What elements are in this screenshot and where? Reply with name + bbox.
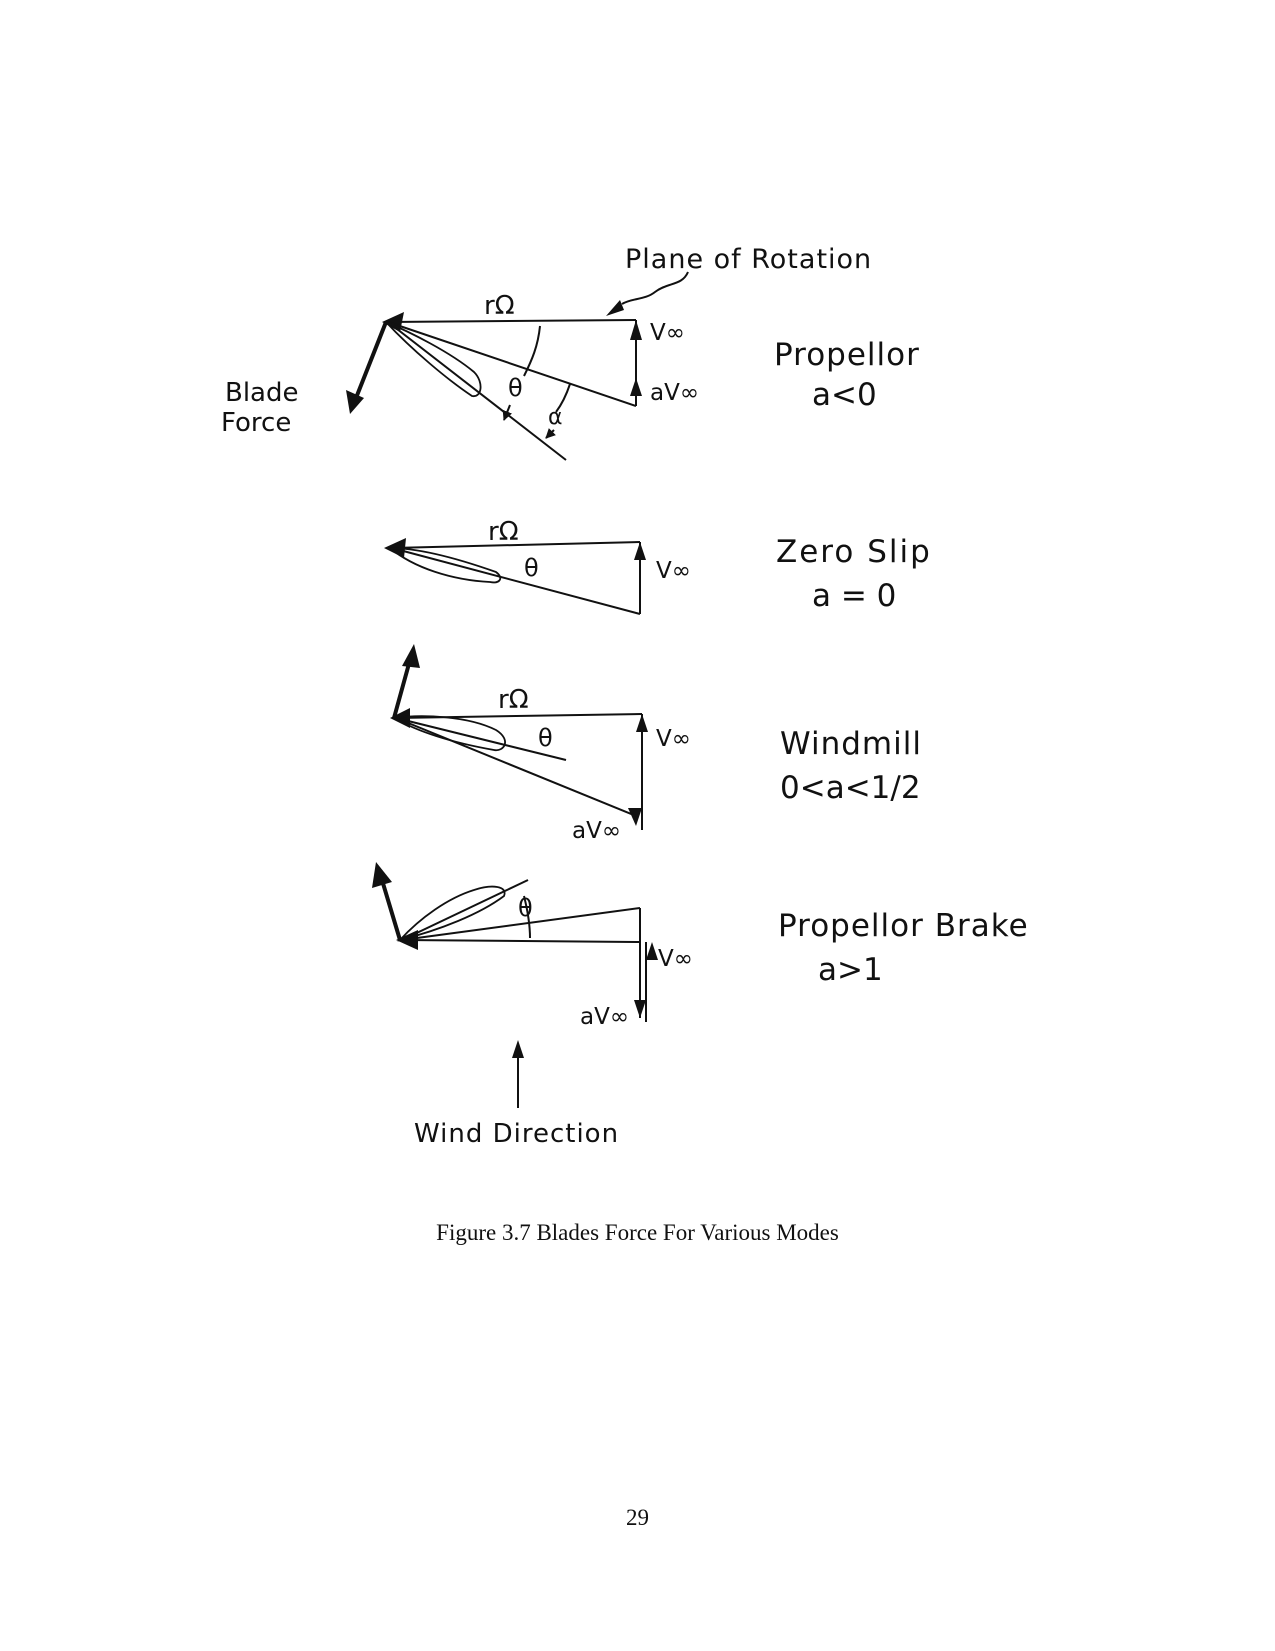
r-omega-label-3: rΩ	[498, 685, 529, 715]
chord-line-1	[387, 321, 567, 461]
alpha-label-1: α	[548, 405, 563, 430]
propellor-diagram: rΩ V∞ θ aV∞ α Blade Force	[221, 291, 699, 461]
mode-condition-zero-slip: a = 0	[812, 578, 896, 614]
relative-wind-vector-2	[391, 547, 641, 615]
relative-wind-vector-1	[387, 321, 637, 407]
chord-line-3	[395, 717, 567, 761]
theta-pointer-1	[502, 404, 512, 421]
blade-force-arrowhead-4	[372, 862, 392, 888]
blade-force-vector-3	[392, 659, 412, 719]
airfoil-1	[385, 321, 482, 397]
airfoil-4	[397, 885, 506, 942]
page-number: 29	[626, 1505, 649, 1530]
r-omega-vector-1	[387, 319, 637, 323]
r-omega-label-2: rΩ	[488, 517, 519, 547]
v-inf-label-4: V∞	[658, 946, 693, 972]
r-omega-vector-4	[401, 939, 641, 943]
wind-direction-arrowhead	[512, 1040, 524, 1058]
v-inf-label-1: V∞	[650, 320, 685, 346]
blade-force-vector-4	[380, 879, 402, 941]
relative-wind-vector-4	[401, 907, 641, 941]
theta-label-2: θ	[524, 554, 539, 582]
mode-name-zero-slip: Zero Slip	[776, 534, 932, 570]
a-v-inf-label-3: aV∞	[572, 818, 621, 844]
theta-label-4: θ	[518, 894, 533, 922]
zero-slip-diagram: rΩ θ V∞	[384, 517, 691, 615]
blade-force-label-line1: Blade	[225, 378, 299, 408]
propellor-brake-diagram: θ V∞ aV∞	[372, 862, 693, 1030]
blade-force-label-line2: Force	[221, 408, 291, 438]
a-v-inf-label-1: aV∞	[650, 380, 699, 406]
mode-condition-propellor-brake: a>1	[818, 952, 883, 988]
mode-name-propellor: Propellor	[774, 337, 920, 373]
theta-label-1: θ	[508, 374, 523, 402]
plane-of-rotation-leader	[621, 271, 689, 305]
plane-of-rotation-label: Plane of Rotation	[625, 244, 872, 275]
airfoil-3	[391, 715, 506, 752]
v-inf-label-2: V∞	[656, 558, 691, 584]
theta-arc-4	[523, 895, 531, 939]
blade-force-diagram: Plane of Rotation rΩ V∞ θ aV∞ α Blade Fo…	[221, 244, 1029, 1149]
a-v-inf-label-4: aV∞	[580, 1004, 629, 1030]
plane-of-rotation-leader-arrowhead	[606, 300, 624, 316]
wind-direction-label: Wind Direction	[414, 1119, 619, 1149]
v-inf-arrowhead-3	[636, 714, 648, 732]
v-inf-arrowhead-2	[634, 542, 646, 560]
a-v-inf-arrowhead-1	[630, 378, 642, 396]
mode-name-windmill: Windmill	[780, 726, 922, 762]
figure-caption: Figure 3.7 Blades Force For Various Mode…	[436, 1220, 839, 1245]
mode-condition-windmill: 0<a<1/2	[780, 770, 921, 806]
alpha-arc-1	[555, 383, 571, 413]
blade-force-arrowhead-1	[346, 390, 364, 414]
alpha-pointer-1	[545, 428, 556, 439]
windmill-diagram: rΩ θ V∞ aV∞	[390, 644, 691, 844]
v-inf-label-3: V∞	[656, 726, 691, 752]
v-inf-arrowhead-1	[630, 320, 642, 340]
a-v-inf-arrowhead-3	[628, 808, 642, 826]
r-omega-label-1: rΩ	[484, 291, 515, 321]
a-v-inf-arrowhead-4	[634, 1000, 646, 1018]
blade-force-vector-1	[354, 321, 388, 399]
mode-name-propellor-brake: Propellor Brake	[778, 908, 1029, 944]
blade-force-arrowhead-3	[402, 644, 420, 668]
r-omega-vector-2	[391, 541, 641, 549]
theta-arc-1	[523, 325, 541, 377]
v-inf-arrowhead-4	[646, 942, 658, 960]
theta-label-3: θ	[538, 724, 553, 752]
airfoil-2	[387, 547, 502, 584]
mode-condition-propellor: a<0	[812, 377, 877, 413]
chord-line-4	[401, 879, 529, 941]
relative-wind-vector-3	[395, 717, 637, 817]
